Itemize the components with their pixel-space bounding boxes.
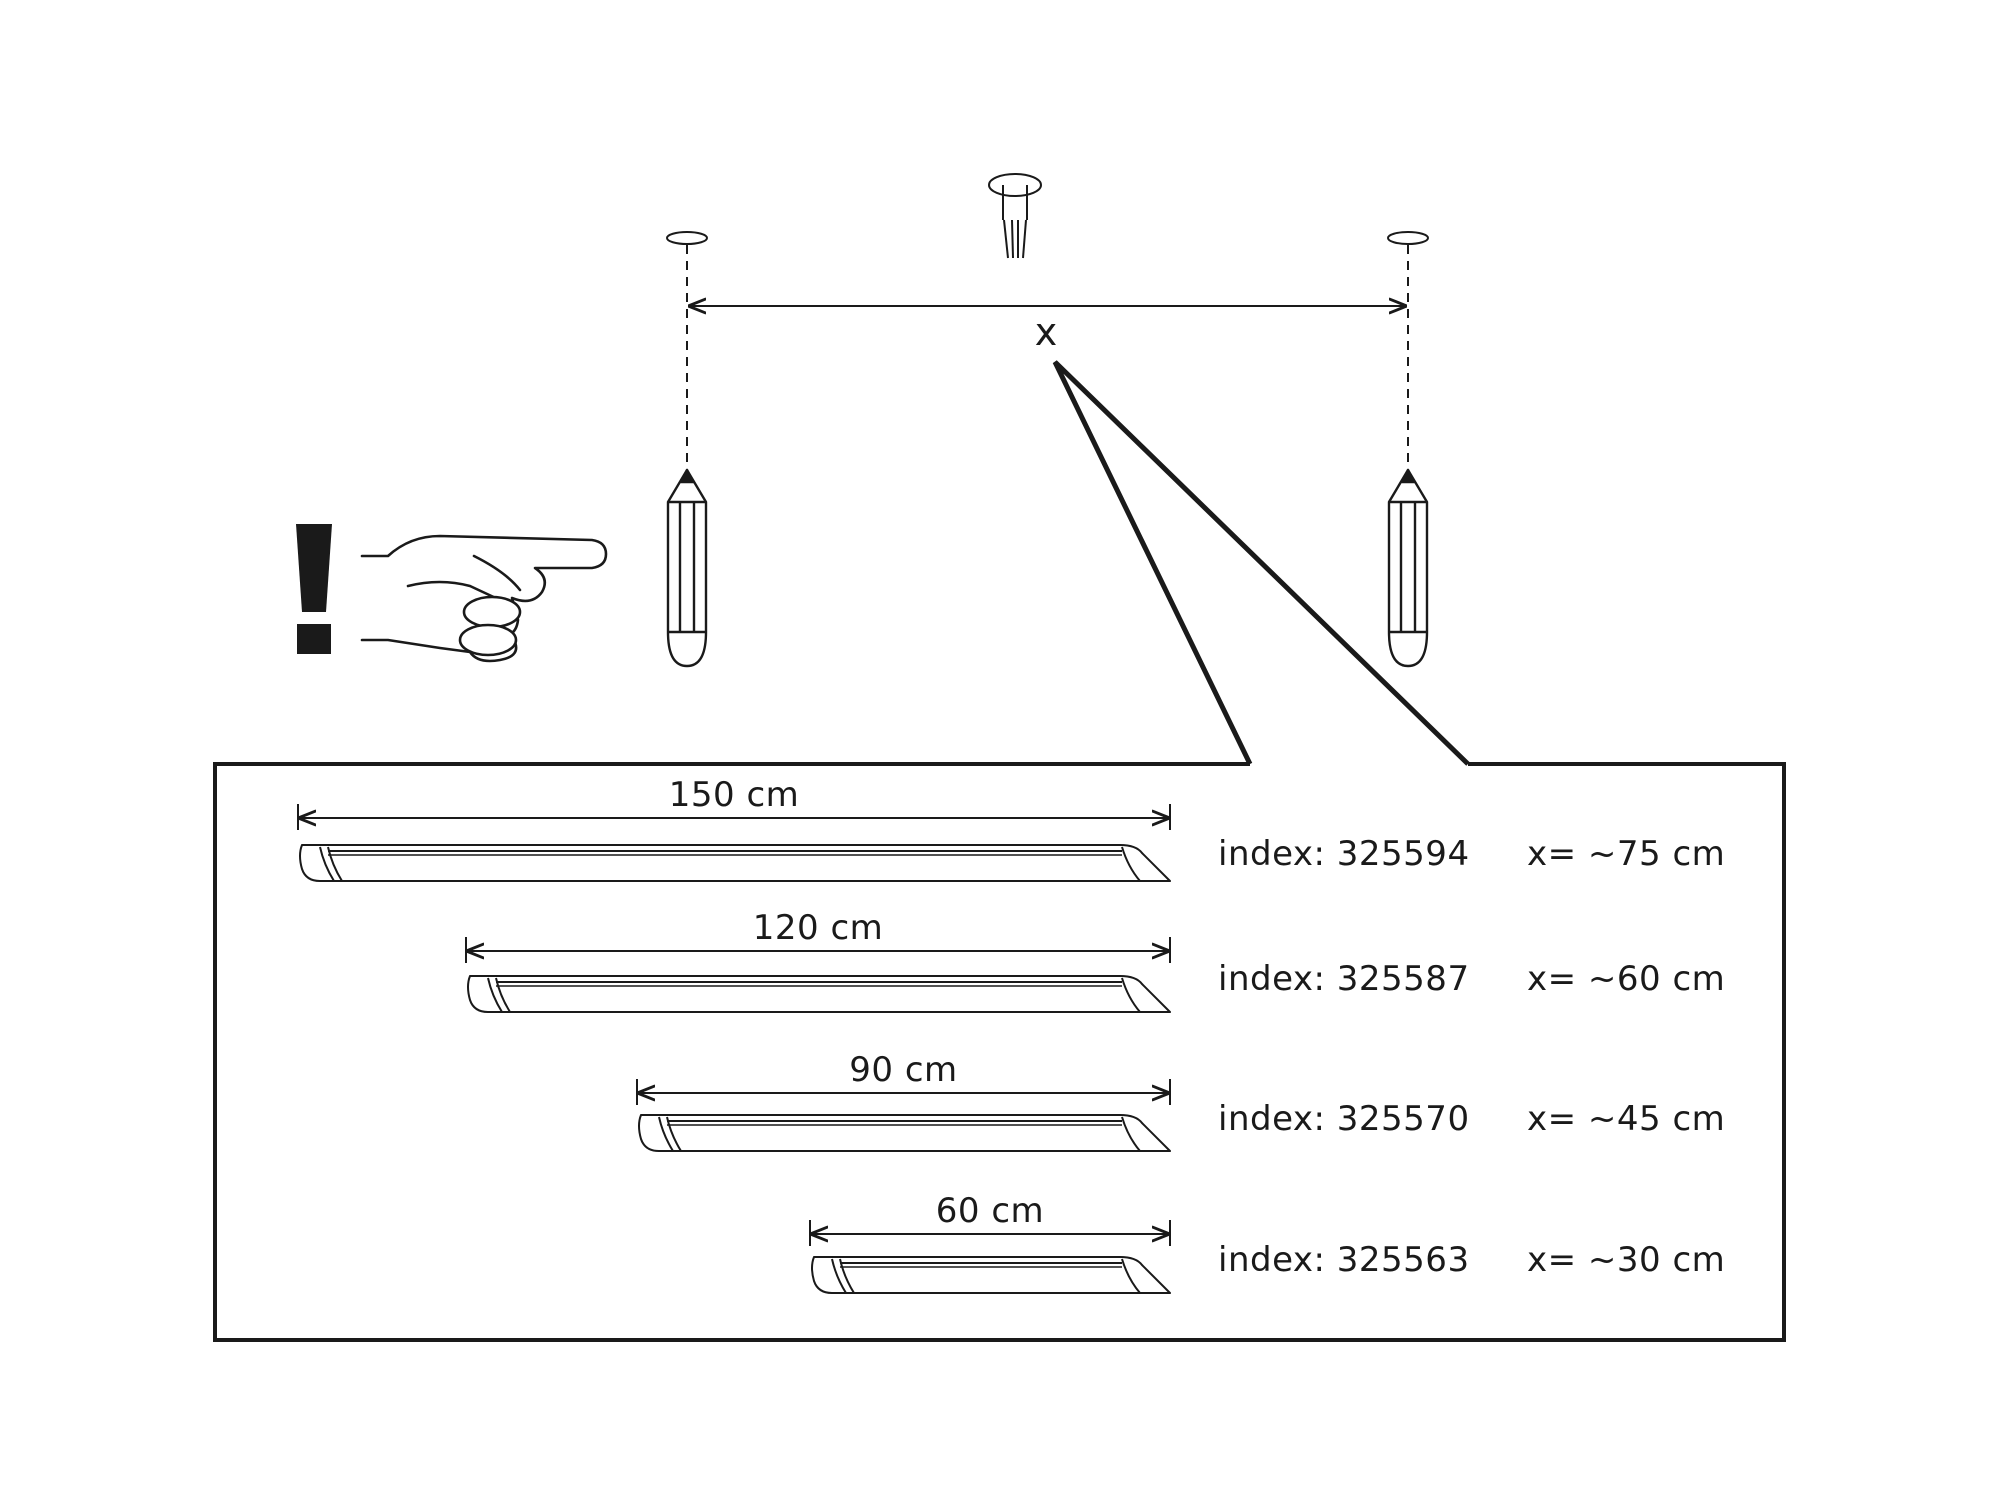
- linear-lamp-icon: [467, 975, 1171, 1013]
- pencil-icon: [666, 468, 708, 668]
- x-distance-label: x= ~30 cm: [1527, 1240, 1725, 1280]
- index-label: index: 325594: [1218, 834, 1470, 874]
- index-label: index: 325563: [1218, 1240, 1470, 1280]
- ceiling-wire-outlet-icon: [988, 173, 1042, 259]
- length-label: 60 cm: [936, 1191, 1044, 1231]
- lamp-row: 150 cm index: 325594 x= ~75 cm: [297, 775, 1725, 882]
- pointing-hand-icon: [360, 534, 608, 663]
- pencil-icon: [1387, 468, 1429, 668]
- distance-symbol: x: [1035, 310, 1058, 354]
- lamp-row: 90 cm index: 325570 x= ~45 cm: [636, 1050, 1725, 1152]
- x-distance-label: x= ~60 cm: [1527, 959, 1725, 999]
- mount-hole-icon: [666, 231, 708, 245]
- lamp-variants-panel: 150 cm index: 325594 x= ~75 cm 120 cm index:…: [213, 762, 1786, 1342]
- linear-lamp-icon: [299, 844, 1171, 882]
- length-label: 90 cm: [849, 1050, 957, 1090]
- ceiling-layout: x: [296, 173, 1470, 766]
- linear-lamp-icon: [811, 1256, 1171, 1294]
- x-distance-label: x= ~45 cm: [1527, 1099, 1725, 1139]
- index-label: index: 325587: [1218, 959, 1470, 999]
- exclamation-icon: [296, 524, 332, 654]
- length-label: 120 cm: [753, 908, 884, 948]
- lamp-row: 60 cm index: 325563 x= ~30 cm: [809, 1191, 1725, 1294]
- lamp-row: 120 cm index: 325587 x= ~60 cm: [465, 908, 1725, 1013]
- index-label: index: 325570: [1218, 1099, 1470, 1139]
- linear-lamp-icon: [638, 1114, 1171, 1152]
- x-distance-label: x= ~75 cm: [1527, 834, 1725, 874]
- callout-pointer: [1052, 360, 1470, 766]
- mount-hole-icon: [1387, 231, 1429, 245]
- length-label: 150 cm: [669, 775, 800, 815]
